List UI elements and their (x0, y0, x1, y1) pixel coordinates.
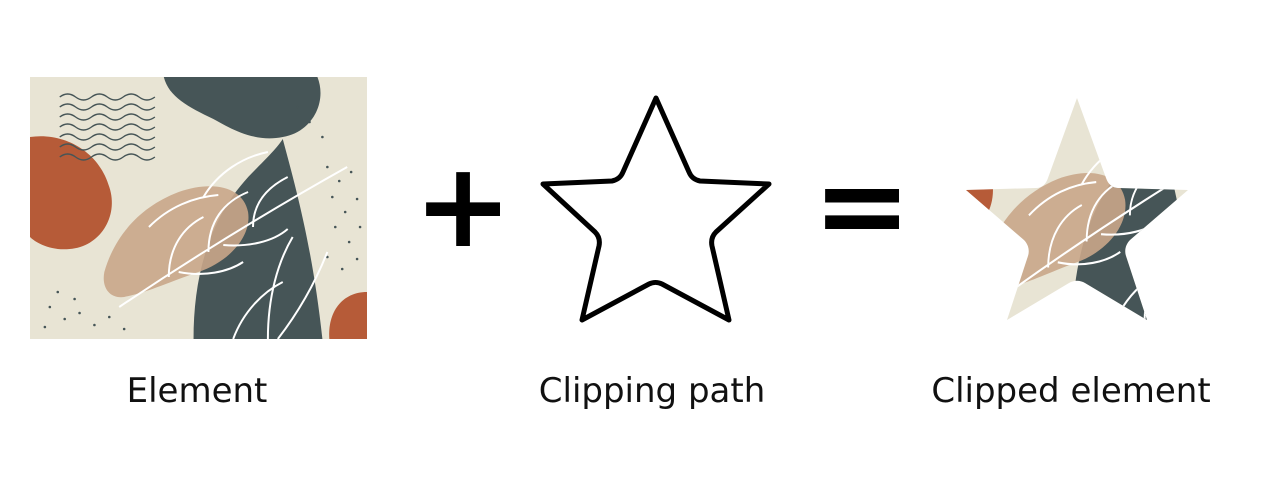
element-image (30, 77, 367, 339)
clipped-star-image (966, 98, 1188, 320)
star-outline-icon (540, 95, 772, 323)
clipping-path-caption: Clipping path (538, 371, 766, 411)
equals-sign: = (812, 136, 912, 274)
clipped-element-caption: Clipped element (931, 371, 1211, 411)
plus-sign: + (413, 136, 513, 274)
element-caption: Element (126, 371, 268, 411)
